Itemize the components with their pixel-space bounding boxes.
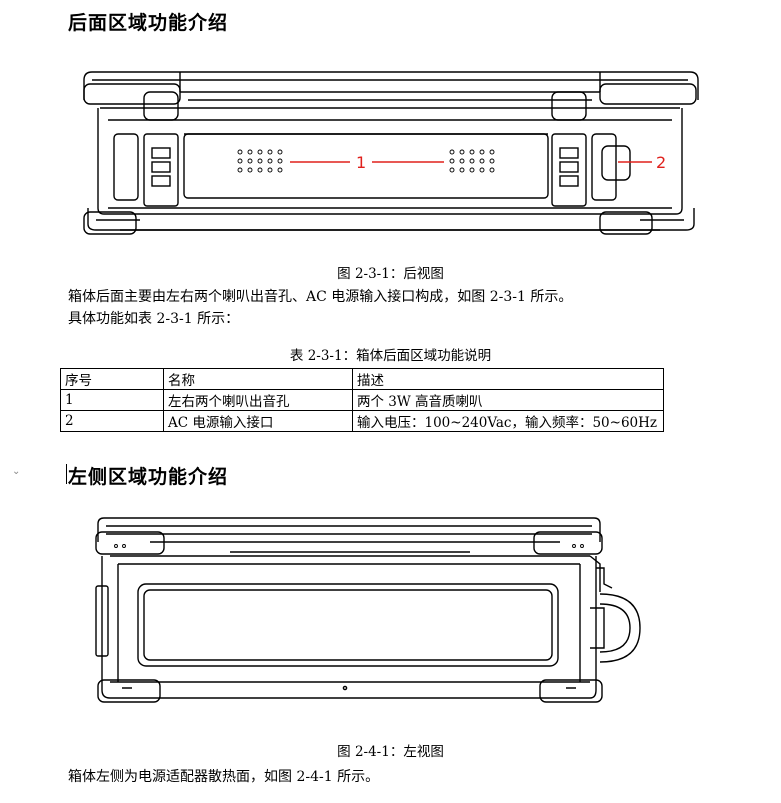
paragraph-line: 具体功能如表 2-3-1 所示： xyxy=(68,311,240,327)
table-cell: 1 xyxy=(60,389,164,411)
callout-label-1: 1 xyxy=(356,153,366,172)
table-cell: 两个 3W 高音质喇叭 xyxy=(352,389,664,411)
speaker-grill-right xyxy=(449,149,495,173)
table-cell: 2 xyxy=(60,410,164,432)
figure-caption-left: 图 2-4-1：左视图 xyxy=(337,744,444,760)
table-header-row: 序号 名称 描述 xyxy=(60,368,664,390)
table-cell: 输入电压：100~240Vac，输入频率：50~60Hz xyxy=(352,410,664,432)
table-row: 1 左右两个喇叭出音孔 两个 3W 高音质喇叭 xyxy=(60,389,664,411)
section-heading-rear: 后面区域功能介绍 xyxy=(68,12,229,34)
left-view-figure xyxy=(95,517,641,703)
table-header-cell: 名称 xyxy=(163,368,353,390)
table-header-cell: 序号 xyxy=(60,368,164,390)
table-caption: 表 2-3-1：箱体后面区域功能说明 xyxy=(289,348,492,364)
rear-view-figure: 1 2 xyxy=(83,71,699,235)
figure-caption-rear: 图 2-3-1：后视图 xyxy=(337,266,444,282)
paragraph-line: 箱体后面主要由左右两个喇叭出音孔、AC 电源输入接口构成，如图 2-3-1 所示… xyxy=(68,289,573,305)
function-table: 序号 名称 描述 1 左右两个喇叭出音孔 两个 3W 高音质喇叭 2 AC 电源… xyxy=(60,368,664,432)
section-heading-left: 左侧区域功能介绍 xyxy=(68,466,229,488)
callout-label-2: 2 xyxy=(656,153,666,172)
list-bullet-marker: ⌄ xyxy=(12,466,21,477)
table-cell: 左右两个喇叭出音孔 xyxy=(163,389,353,411)
speaker-grill-left xyxy=(237,149,283,173)
table-row: 2 AC 电源输入接口 输入电压：100~240Vac，输入频率：50~60Hz xyxy=(60,410,664,432)
paragraph-line: 箱体左侧为电源适配器散热面，如图 2-4-1 所示。 xyxy=(68,769,380,785)
table-cell: AC 电源输入接口 xyxy=(163,410,353,432)
text-cursor xyxy=(66,464,67,484)
table-header-cell: 描述 xyxy=(352,368,664,390)
